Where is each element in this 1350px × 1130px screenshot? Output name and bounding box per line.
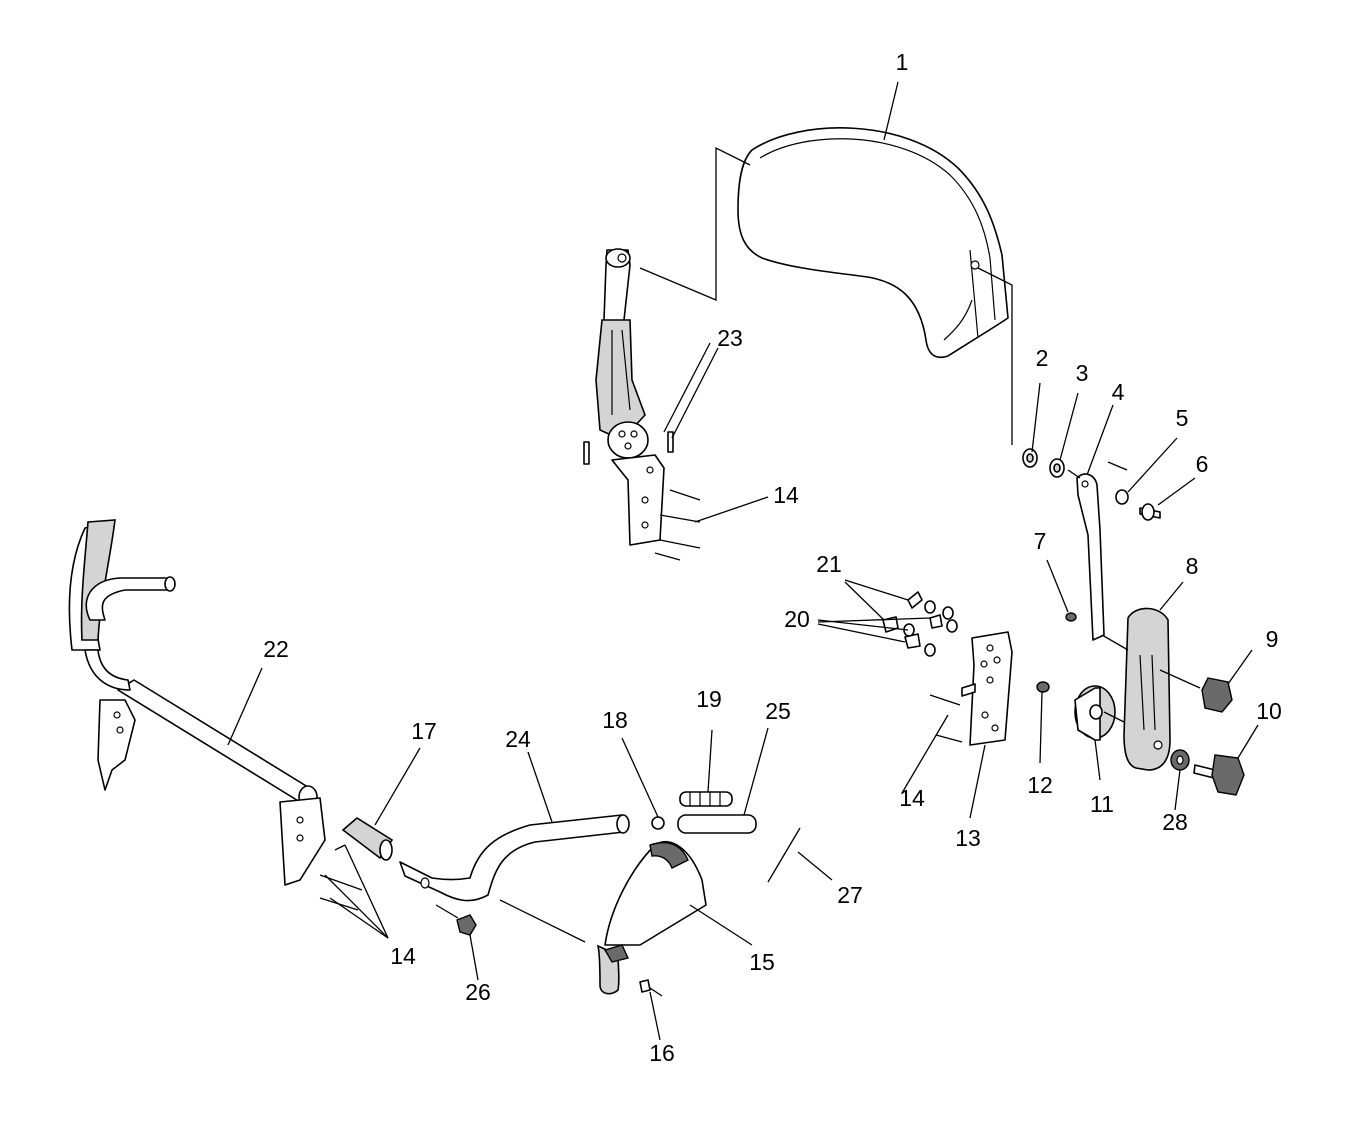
callout-14-lower: 14 bbox=[390, 943, 416, 969]
callout-8: 8 bbox=[1186, 553, 1199, 579]
callout-15: 15 bbox=[749, 949, 775, 975]
assembly-phantom-line bbox=[639, 146, 751, 301]
callout-3: 3 bbox=[1076, 360, 1089, 386]
callout-25: 25 bbox=[765, 698, 791, 724]
pin-part bbox=[767, 827, 801, 883]
knob-10-part bbox=[1193, 754, 1245, 796]
callout-17: 17 bbox=[411, 718, 437, 744]
screw-16-part bbox=[639, 979, 663, 997]
bent-tube-part bbox=[399, 814, 630, 902]
callout-18: 18 bbox=[602, 707, 628, 733]
sleeve-25-part bbox=[677, 814, 757, 834]
callout-9: 9 bbox=[1266, 626, 1279, 652]
callout-13: 13 bbox=[955, 825, 981, 851]
callout-4: 4 bbox=[1112, 379, 1125, 405]
assembly-phantom-line bbox=[977, 267, 1013, 445]
washer-28-part bbox=[1170, 749, 1190, 771]
nut-part bbox=[1065, 612, 1077, 622]
callout-11: 11 bbox=[1090, 791, 1114, 817]
clip-part bbox=[435, 904, 477, 936]
callout-6: 6 bbox=[1196, 451, 1209, 477]
callout-14-mid: 14 bbox=[899, 785, 925, 811]
callout-24: 24 bbox=[505, 726, 531, 752]
wheel-part bbox=[1074, 685, 1125, 741]
fastener-group-20-21 bbox=[882, 591, 958, 657]
callout-7: 7 bbox=[1034, 528, 1047, 554]
grip-sleeve-part bbox=[341, 817, 394, 861]
spacer-washer-group bbox=[1022, 448, 1161, 521]
leader-lines bbox=[227, 81, 1259, 1041]
callout-27: 27 bbox=[837, 882, 863, 908]
knob-9-part bbox=[1159, 669, 1233, 713]
ring-part bbox=[651, 816, 665, 830]
callout-1: 1 bbox=[896, 49, 909, 75]
callout-labels: 1 2 3 4 5 6 7 8 9 10 11 12 13 14 14 14 1… bbox=[263, 49, 1282, 1066]
callout-2: 2 bbox=[1036, 345, 1049, 371]
callout-20: 20 bbox=[784, 606, 810, 632]
handle-bar-part bbox=[68, 519, 326, 886]
callout-14-upper: 14 bbox=[773, 482, 799, 508]
callout-5: 5 bbox=[1176, 405, 1189, 431]
callout-28: 28 bbox=[1162, 809, 1188, 835]
adjustment-bracket-part bbox=[1101, 607, 1171, 771]
callout-21: 21 bbox=[816, 551, 842, 577]
arm-link-part bbox=[1067, 469, 1105, 641]
callout-23: 23 bbox=[717, 325, 743, 351]
nut-12-part bbox=[1036, 681, 1050, 693]
spring-part bbox=[679, 791, 733, 807]
callout-26: 26 bbox=[465, 979, 491, 1005]
bolts-14-lower-left bbox=[319, 844, 363, 911]
hinge-arm-assembly-part bbox=[583, 248, 701, 561]
callout-12: 12 bbox=[1027, 772, 1053, 798]
callout-19: 19 bbox=[696, 686, 722, 712]
back-cushion-part bbox=[737, 127, 1009, 359]
callout-16: 16 bbox=[649, 1040, 675, 1066]
callout-22: 22 bbox=[263, 636, 289, 662]
callout-10: 10 bbox=[1256, 698, 1282, 724]
cover-shield-part bbox=[499, 840, 707, 995]
mounting-plate-part bbox=[929, 631, 1013, 746]
